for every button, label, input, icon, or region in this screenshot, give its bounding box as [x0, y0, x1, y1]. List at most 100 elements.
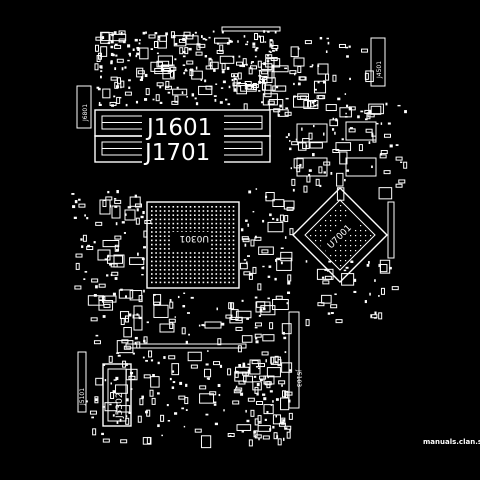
top-edge-connector: [221, 26, 281, 32]
component-outline: [97, 249, 111, 261]
smd-pad: [330, 312, 334, 315]
passive-component: [250, 409, 255, 417]
bga-ball: [211, 269, 213, 271]
bga-ball: [194, 281, 196, 284]
passive-component: [232, 400, 240, 405]
passive-component: [305, 319, 310, 327]
bga-ball: [228, 269, 230, 271]
passive-component: [237, 72, 242, 80]
bga-ball: [198, 277, 200, 279]
bga-ball: [151, 210, 153, 212]
bga-ball: [151, 227, 153, 229]
bga-ball: [219, 273, 222, 275]
passive-component: [111, 271, 119, 276]
bga-ball: [181, 281, 183, 284]
bga-ball: [168, 239, 170, 242]
passive-component: [116, 96, 121, 104]
smd-pad: [258, 367, 261, 370]
smd-pad: [281, 384, 283, 387]
bga-ball: [228, 231, 230, 233]
smd-pad: [141, 266, 144, 270]
bga-ball: [189, 222, 192, 225]
smd-pad: [97, 87, 101, 91]
smd-pad: [179, 381, 183, 385]
passive-component: [153, 41, 158, 49]
small-ic: [280, 251, 293, 262]
smd-pad: [182, 37, 185, 41]
bga-ball: [168, 206, 170, 208]
bga-ball: [176, 264, 179, 267]
smd-pad: [266, 410, 269, 414]
bga-ball: [232, 269, 235, 271]
smd-pad: [120, 86, 122, 89]
passive-component: [139, 398, 144, 406]
smd-pad: [177, 295, 180, 299]
bga-ball: [151, 214, 153, 216]
component-outline: [159, 323, 175, 333]
bga-ball: [232, 277, 235, 279]
smd-pad: [238, 81, 241, 84]
passive-component: [250, 65, 258, 70]
bga-ball: [232, 210, 235, 212]
passive-component: [278, 422, 286, 427]
passive-component: [134, 203, 142, 208]
passive-component: [94, 63, 99, 71]
smd-pad: [212, 30, 215, 33]
bga-ball: [211, 214, 213, 216]
bga-ball: [168, 235, 170, 237]
smd-pad: [221, 31, 224, 34]
smd-pad: [258, 69, 262, 72]
bga-ball: [228, 214, 230, 216]
passive-component: [128, 375, 136, 380]
passive-component: [168, 355, 176, 360]
bga-ball: [151, 222, 153, 225]
bga-ball: [228, 252, 230, 254]
smd-pad: [256, 382, 260, 387]
bga-ball: [224, 222, 226, 225]
bga-ball: [185, 227, 187, 229]
chip-pad: [350, 240, 352, 242]
bga-ball: [219, 281, 222, 284]
small-ic: [272, 414, 282, 425]
component-outline: [255, 301, 271, 313]
smd-pad: [170, 70, 172, 73]
bga-ball: [202, 206, 205, 208]
bga-ball: [211, 264, 213, 267]
smd-pad: [226, 66, 230, 70]
passive-component: [217, 338, 222, 346]
smd-pad: [282, 419, 285, 422]
small-ic: [153, 304, 169, 318]
passive-component: [315, 178, 320, 186]
bga-ball: [189, 227, 192, 229]
smd-pad: [174, 58, 177, 61]
chip-pad: [340, 260, 342, 262]
passive-component: [261, 351, 269, 356]
passive-component: [135, 217, 140, 225]
smd-pad: [195, 102, 199, 106]
smd-pad: [115, 54, 118, 57]
bga-ball: [168, 252, 170, 254]
passive-component: [143, 336, 148, 344]
smd-pad: [267, 297, 270, 300]
bga-ball: [168, 264, 170, 267]
bga-ball: [151, 206, 153, 208]
passive-component: [244, 81, 252, 86]
chip-pad: [310, 235, 312, 237]
bga-ball: [224, 277, 226, 279]
bga-ball: [172, 206, 175, 208]
bga-ball: [159, 277, 162, 279]
smd-pad: [205, 413, 209, 416]
passive-component: [303, 185, 308, 193]
passive-component: [91, 278, 99, 283]
bga-ball: [194, 277, 196, 279]
bga-ball: [215, 214, 218, 216]
chip-pad: [370, 235, 372, 237]
smd-pad: [253, 430, 256, 434]
bga-ball: [181, 222, 183, 225]
bga-ball: [211, 252, 213, 254]
smd-pad: [99, 65, 103, 69]
smd-pad: [221, 70, 225, 74]
smd-pad: [137, 48, 140, 51]
smd-pad: [206, 377, 209, 380]
smd-pad: [78, 198, 81, 201]
